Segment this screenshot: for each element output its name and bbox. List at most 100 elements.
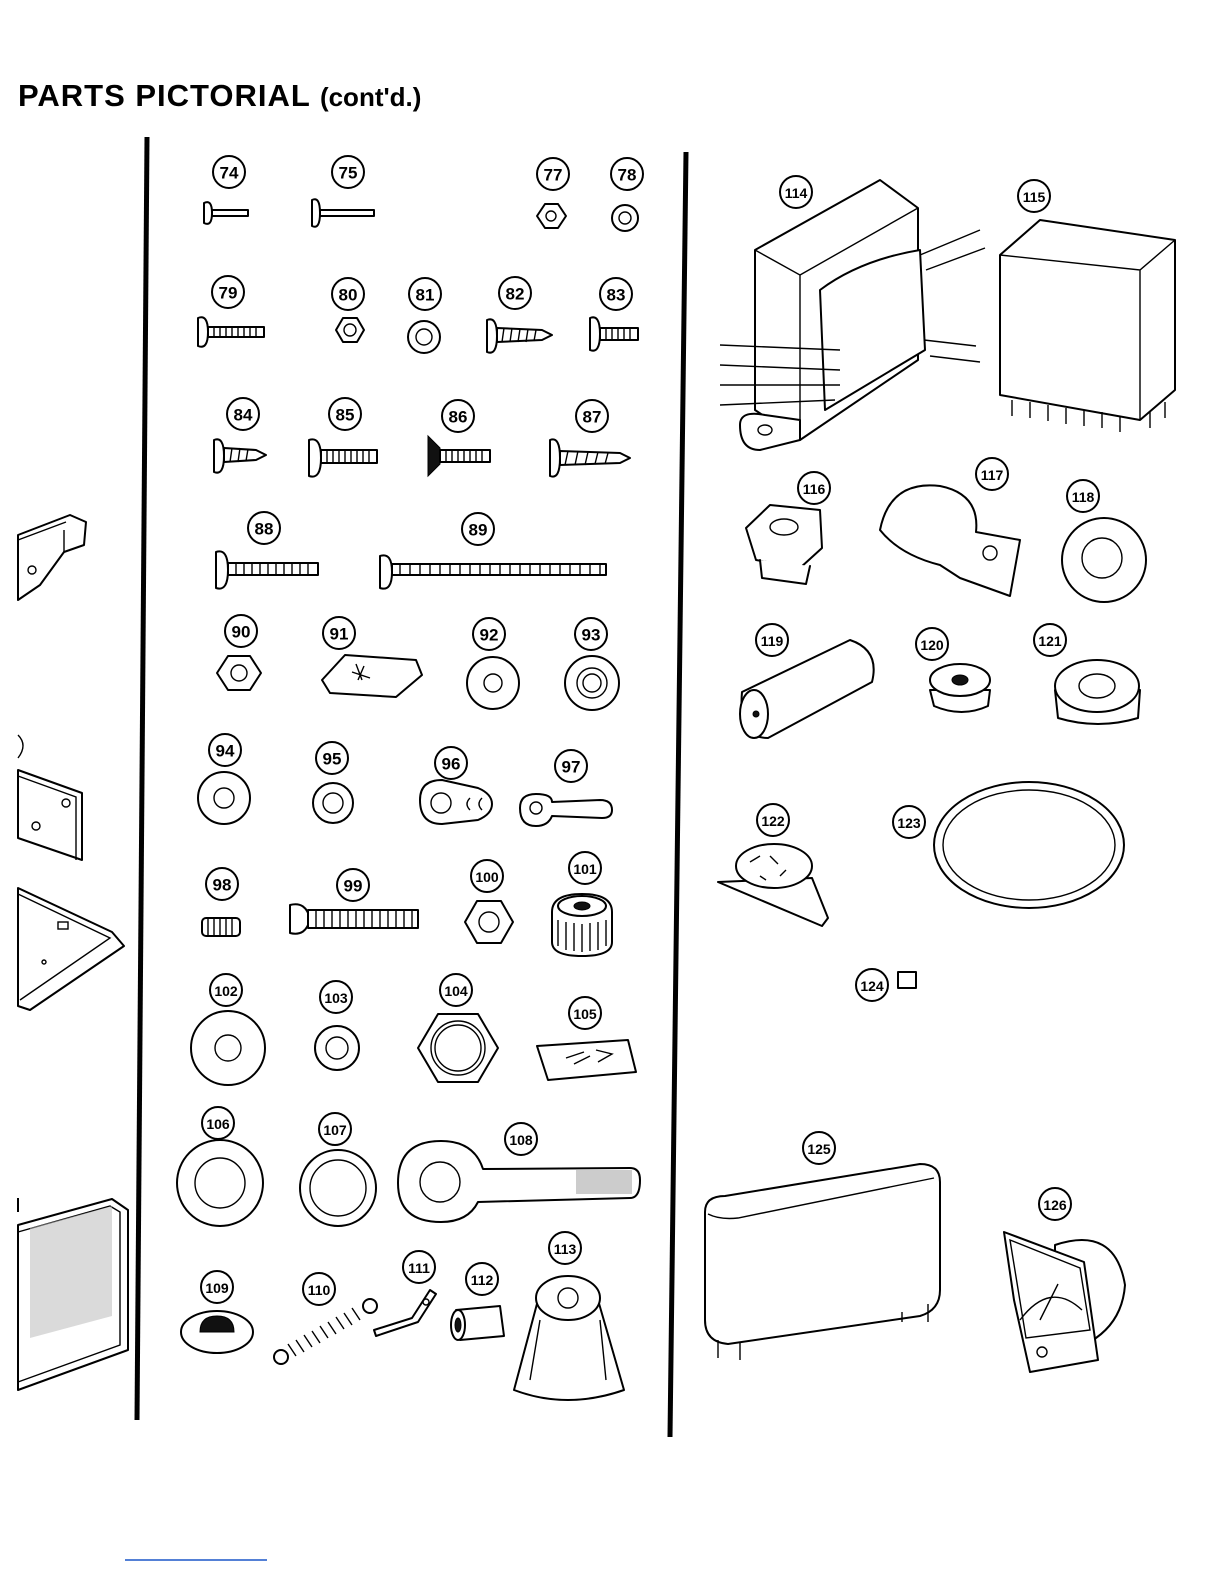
screw-85 [309, 439, 377, 476]
long-screw-89 [380, 555, 606, 588]
machine-screw-99 [290, 904, 418, 933]
callout-90: 90 [225, 615, 257, 647]
callout-number: 91 [330, 625, 349, 644]
callout-85: 85 [329, 398, 361, 430]
chassis-cover-fragment [18, 888, 124, 1010]
knob-113 [514, 1276, 624, 1400]
callout-84: 84 [227, 398, 259, 430]
callout-119: 119 [756, 624, 788, 656]
callout-93: 93 [575, 618, 607, 650]
cable-clamp-117 [880, 485, 1020, 596]
callout-number: 100 [475, 869, 499, 885]
callout-number: 123 [897, 815, 921, 831]
callout-105: 105 [569, 997, 601, 1029]
callout-115: 115 [1018, 180, 1050, 212]
callout-number: 82 [506, 285, 525, 304]
knurled-knob-101 [552, 894, 612, 956]
grommet-109 [181, 1311, 253, 1353]
screw-83 [590, 317, 638, 350]
callout-number: 110 [308, 1282, 331, 1298]
lockwasher-81 [408, 321, 440, 353]
callout-number: 103 [324, 990, 348, 1006]
setscrew-98 [202, 918, 240, 936]
callout-number: 105 [573, 1006, 597, 1022]
screw-79 [198, 317, 264, 346]
right-divider-rule [670, 152, 686, 1437]
callout-number: 90 [232, 623, 251, 642]
callout-124: 124 [856, 969, 888, 1001]
screw-75 [312, 199, 374, 227]
knob-120 [930, 664, 990, 712]
meter-126 [1004, 1232, 1125, 1372]
rubber-washer-118 [1062, 518, 1146, 602]
callout-100: 100 [471, 860, 503, 892]
sheet-metal-screw-82 [487, 319, 552, 352]
callout-108: 108 [505, 1123, 537, 1155]
callout-77: 77 [537, 158, 569, 190]
callout-83: 83 [600, 278, 632, 310]
callout-120: 120 [916, 628, 948, 660]
lockwasher-78 [612, 205, 638, 231]
capacitor-125 [705, 1164, 940, 1360]
callout-94: 94 [209, 734, 241, 766]
callout-number: 92 [480, 626, 499, 645]
callout-86: 86 [442, 400, 474, 432]
callout-91: 91 [323, 617, 355, 649]
speed-clip-105 [537, 1040, 636, 1080]
flat-washer-102 [191, 1011, 265, 1085]
hex-nut-80 [336, 318, 364, 342]
control-nut-104 [418, 1014, 498, 1082]
callout-number: 112 [471, 1272, 494, 1288]
callout-number: 99 [344, 877, 363, 896]
callout-114: 114 [780, 176, 812, 208]
plastic-plug-116 [746, 505, 822, 584]
callout-number: 106 [206, 1116, 230, 1132]
sheet-metal-screw-87 [550, 439, 630, 476]
long-screw-88 [216, 551, 318, 588]
fiber-washer-92 [467, 657, 519, 709]
lockwasher-107 [300, 1150, 376, 1226]
callout-number: 125 [807, 1141, 831, 1157]
callout-80: 80 [332, 278, 364, 310]
cabinet-fragment [18, 1198, 128, 1390]
callout-78: 78 [611, 158, 643, 190]
callout-number: 122 [761, 813, 785, 829]
callout-number: 88 [255, 520, 274, 539]
callout-107: 107 [319, 1113, 351, 1145]
callout-number: 117 [981, 467, 1004, 483]
callout-number: 81 [416, 286, 435, 305]
hex-nut-100 [465, 901, 513, 943]
callout-number: 118 [1072, 489, 1095, 505]
callout-122: 122 [757, 804, 789, 836]
callout-number: 124 [860, 978, 884, 994]
callout-number: 75 [339, 164, 358, 183]
callout-98: 98 [206, 868, 238, 900]
callout-117: 117 [976, 458, 1008, 490]
foam-pad-122 [718, 844, 828, 926]
callout-110: 110 [303, 1273, 335, 1305]
screw-74 [204, 202, 248, 224]
callout-102: 102 [210, 974, 242, 1006]
callout-number: 77 [544, 166, 563, 185]
callout-96: 96 [435, 747, 467, 779]
callout-113: 113 [549, 1232, 581, 1264]
callout-111: 111 [403, 1251, 435, 1283]
callout-125: 125 [803, 1132, 835, 1164]
callout-number: 89 [469, 521, 488, 540]
callout-number: 78 [618, 166, 637, 185]
callout-97: 97 [555, 750, 587, 782]
callout-101: 101 [569, 852, 601, 884]
callout-99: 99 [337, 869, 369, 901]
callout-number: 121 [1038, 633, 1062, 649]
sheet-metal-screw-84 [214, 439, 266, 472]
callout-95: 95 [316, 742, 348, 774]
ferrite-rod-119 [740, 640, 874, 738]
callout-number: 107 [323, 1122, 347, 1138]
solder-lug-97 [520, 794, 612, 826]
chassis-plate-fragment [18, 735, 82, 860]
callout-118: 118 [1067, 480, 1099, 512]
relay-115 [1000, 220, 1175, 432]
callout-116: 116 [798, 472, 830, 504]
callout-121: 121 [1034, 624, 1066, 656]
